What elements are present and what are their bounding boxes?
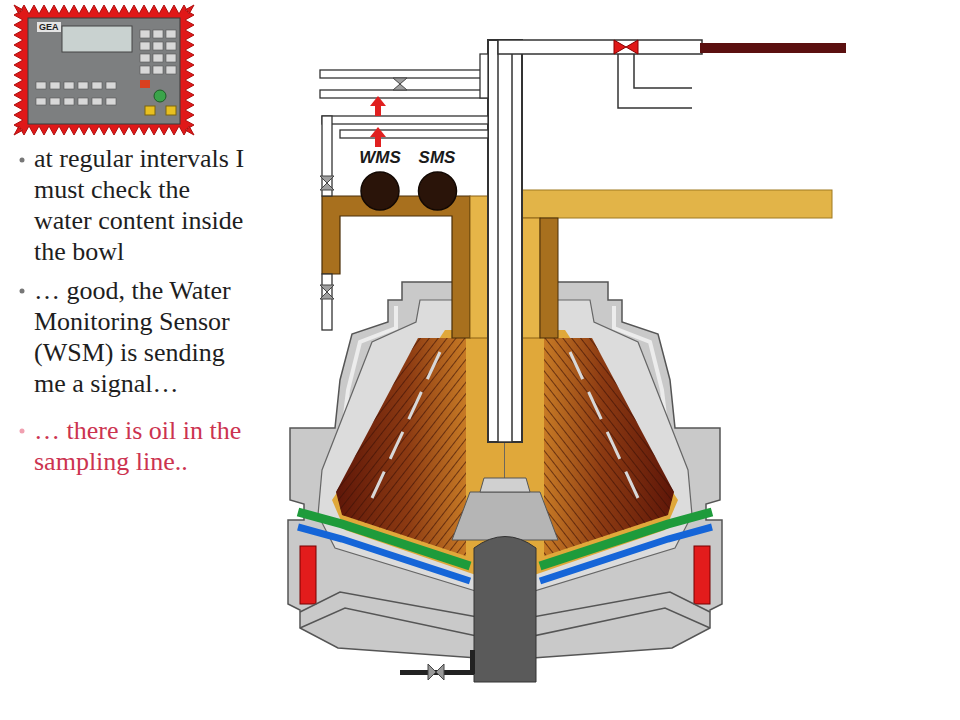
alert-text: … there is oil in the sampling line.. [34,415,248,477]
sample-pipe [320,90,488,98]
key [140,30,150,38]
blue-layer [298,527,470,581]
key [78,82,88,89]
flow-arrow [370,127,386,147]
heavy-outlet [322,196,470,338]
key [140,66,150,74]
yellow-button [166,106,176,115]
key [50,82,60,89]
disc-edge [372,352,440,498]
bullet-dot [20,289,25,294]
sensor-circle [418,172,456,210]
housing [288,282,505,660]
key [166,66,176,74]
bullet-dot [20,158,25,163]
feed-line [498,40,702,54]
distributor [452,492,558,540]
note-text: … good, the Water Monitoring Sensor (WSM… [34,275,248,399]
sample-pipe [340,130,488,138]
key [64,82,74,89]
sensor-circle [361,172,399,210]
oil-outlet [522,190,832,218]
sample-pipe [322,116,488,124]
zigzag-frame [14,5,194,135]
key [106,82,116,89]
red-key [140,80,150,88]
grey-valve [320,176,334,190]
spindle [474,537,536,683]
key [166,54,176,62]
key [36,82,46,89]
bowl-half [505,282,722,660]
grey-valve [428,664,444,680]
product-inlet [700,43,846,53]
logo-text: GEA [37,22,61,32]
feed-pipe [488,40,522,442]
bullet-dot [20,429,25,434]
grey-valve [320,285,334,299]
yellow-button [145,106,155,115]
oil-column [470,196,488,338]
green-button [154,90,166,102]
key [106,98,116,105]
key [166,30,176,38]
key [92,98,102,105]
controller-screen [62,26,132,52]
key [64,98,74,105]
feed-pipe-inner [498,40,512,442]
sensor-shape [414,170,461,212]
heavy-column [540,218,558,338]
water-line [470,650,475,674]
key [153,54,163,62]
key [78,98,88,105]
drain-pipe [322,274,332,330]
controller-body [28,18,180,124]
grey-valve [393,78,407,90]
sensor-label: WMS [359,149,401,168]
sample-pipe [480,54,488,98]
sensor-label: SMS [419,149,456,168]
key [153,66,163,74]
disc-lines [336,338,466,556]
red-seal [300,546,316,604]
sensor-shape [354,170,406,212]
key [166,42,176,50]
sensor-node: WMS [354,149,406,212]
key [140,42,150,50]
red-valve [614,40,638,54]
bowl-half [288,282,505,660]
sensor-node: SMS [414,149,461,212]
oil-column [522,218,540,338]
key [153,42,163,50]
flow-arrow [370,96,386,116]
sample-pipe [320,70,488,78]
key [36,98,46,105]
key [50,98,60,105]
key [153,30,163,38]
key [92,82,102,89]
note-text: at regular intervals I must check the wa… [34,143,248,267]
water-layer [298,512,470,566]
distributor-cap [480,478,530,492]
branch-pipe [618,54,692,108]
keypad [36,30,176,105]
key [140,54,150,62]
disc-stack [336,338,466,556]
